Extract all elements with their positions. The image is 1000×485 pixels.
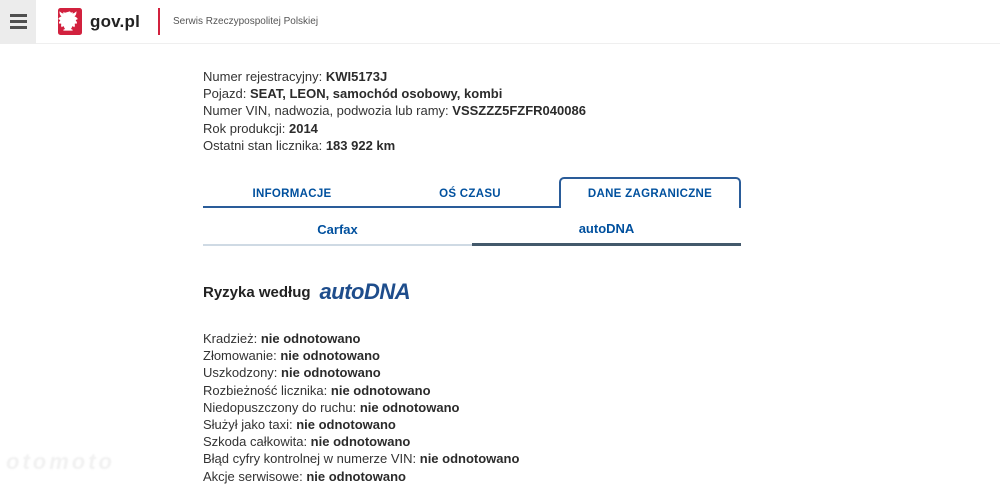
tab-informacje[interactable]: INFORMACJE — [203, 182, 381, 209]
govpl-logo[interactable]: gov.pl — [58, 8, 140, 35]
brand-name: gov.pl — [90, 11, 140, 31]
risks-heading-text: Ryzyka według — [203, 283, 311, 301]
subtab-label: Carfax — [317, 221, 358, 237]
risks-heading: Ryzyka według autoDNA — [203, 279, 744, 305]
info-row-production-year: Rok produkcji: 2014 — [203, 120, 744, 137]
info-label: Pojazd: — [203, 86, 250, 102]
tab-os-czasu[interactable]: OŚ CZASU — [381, 182, 559, 209]
info-value: VSSZZZ5FZFR040086 — [452, 103, 586, 119]
hamburger-icon — [9, 20, 27, 23]
risk-value: nie odnotowano — [296, 417, 396, 433]
risk-row-total-loss: Szkoda całkowita: nie odnotowano — [203, 433, 744, 450]
header-tagline: Serwis Rzeczypospolitej Polskiej — [173, 16, 319, 27]
risk-row-vin-check-digit: Błąd cyfry kontrolnej w numerze VIN: nie… — [203, 450, 744, 467]
autodna-logo: autoDNA — [319, 279, 411, 305]
risk-label: Rozbieżność licznika: — [203, 382, 331, 398]
vehicle-info-section: Numer rejestracyjny: KWI5173J Pojazd: SE… — [203, 68, 744, 154]
risk-row-odometer-discrepancy: Rozbieżność licznika: nie odnotowano — [203, 382, 744, 399]
info-row-registration: Numer rejestracyjny: KWI5173J — [203, 68, 744, 85]
risk-label: Uszkodzony: — [203, 365, 282, 381]
tab-dane-zagraniczne[interactable]: DANE ZAGRANICZNE — [559, 177, 741, 209]
risk-label: Niedopuszczony do ruchu: — [203, 399, 360, 415]
info-value: 183 922 km — [325, 137, 396, 153]
info-label: Numer VIN, nadwozia, podwozia lub ramy: — [203, 103, 453, 119]
tab-label: OŚ CZASU — [439, 188, 501, 201]
risk-value: nie odnotowano — [306, 468, 406, 484]
hamburger-icon — [9, 14, 27, 17]
tab-label: INFORMACJE — [252, 188, 332, 201]
info-value: SEAT, LEON, samochód osobowy, kombi — [249, 86, 503, 102]
foreign-data-subtab-bar: Carfax autoDNA — [203, 218, 741, 247]
risk-label: Służył jako taxi: — [203, 417, 297, 433]
risk-value: nie odnotowano — [330, 382, 431, 398]
info-value: KWI5173J — [325, 69, 388, 84]
hamburger-icon — [9, 26, 27, 29]
header-divider — [158, 8, 160, 35]
info-row-vehicle: Pojazd: SEAT, LEON, samochód osobowy, ko… — [203, 85, 744, 102]
subtab-label: autoDNA — [578, 221, 635, 237]
risk-label: Kradzież: — [203, 331, 261, 347]
info-row-odometer: Ostatni stan licznika: 183 922 km — [203, 137, 744, 154]
risk-label: Akcje serwisowe: — [203, 468, 307, 484]
risk-label: Złomowanie: — [203, 348, 281, 364]
risk-row-theft: Kradzież: nie odnotowano — [203, 330, 744, 347]
risk-row-service-campaigns: Akcje serwisowe: nie odnotowano — [203, 468, 744, 485]
risk-value: nie odnotowano — [260, 331, 361, 347]
tab-label: DANE ZAGRANICZNE — [587, 187, 713, 200]
risk-row-not-admitted: Niedopuszczony do ruchu: nie odnotowano — [203, 399, 744, 416]
info-label: Numer rejestracyjny: — [203, 69, 326, 84]
risk-row-scrapping: Złomowanie: nie odnotowano — [203, 347, 744, 364]
info-label: Rok produkcji: — [203, 120, 289, 136]
risk-value: nie odnotowano — [280, 348, 380, 364]
risk-value: nie odnotowano — [359, 399, 460, 415]
top-header: gov.pl Serwis Rzeczypospolitej Polskiej — [0, 0, 1000, 44]
subtab-autodna[interactable]: autoDNA — [472, 218, 741, 247]
risk-row-damaged: Uszkodzony: nie odnotowano — [203, 364, 744, 381]
risk-row-taxi: Służył jako taxi: nie odnotowano — [203, 416, 744, 433]
vehicle-history-content: Numer rejestracyjny: KWI5173J Pojazd: SE… — [0, 68, 744, 485]
risk-label: Szkoda całkowita: — [203, 434, 311, 450]
menu-button[interactable] — [0, 0, 36, 44]
subtab-carfax[interactable]: Carfax — [203, 218, 472, 247]
info-label: Ostatni stan licznika: — [203, 137, 326, 153]
info-row-vin: Numer VIN, nadwozia, podwozia lub ramy: … — [203, 102, 744, 119]
polish-eagle-icon — [58, 8, 82, 35]
risk-value: nie odnotowano — [419, 451, 520, 467]
risk-value: nie odnotowano — [281, 365, 381, 381]
risk-list-section: Kradzież: nie odnotowano Złomowanie: nie… — [203, 330, 744, 485]
main-tab-bar: INFORMACJE OŚ CZASU DANE ZAGRANICZNE — [203, 177, 741, 209]
risk-label: Błąd cyfry kontrolnej w numerze VIN: — [203, 451, 420, 467]
risk-value: nie odnotowano — [310, 434, 411, 450]
info-value: 2014 — [288, 120, 318, 136]
